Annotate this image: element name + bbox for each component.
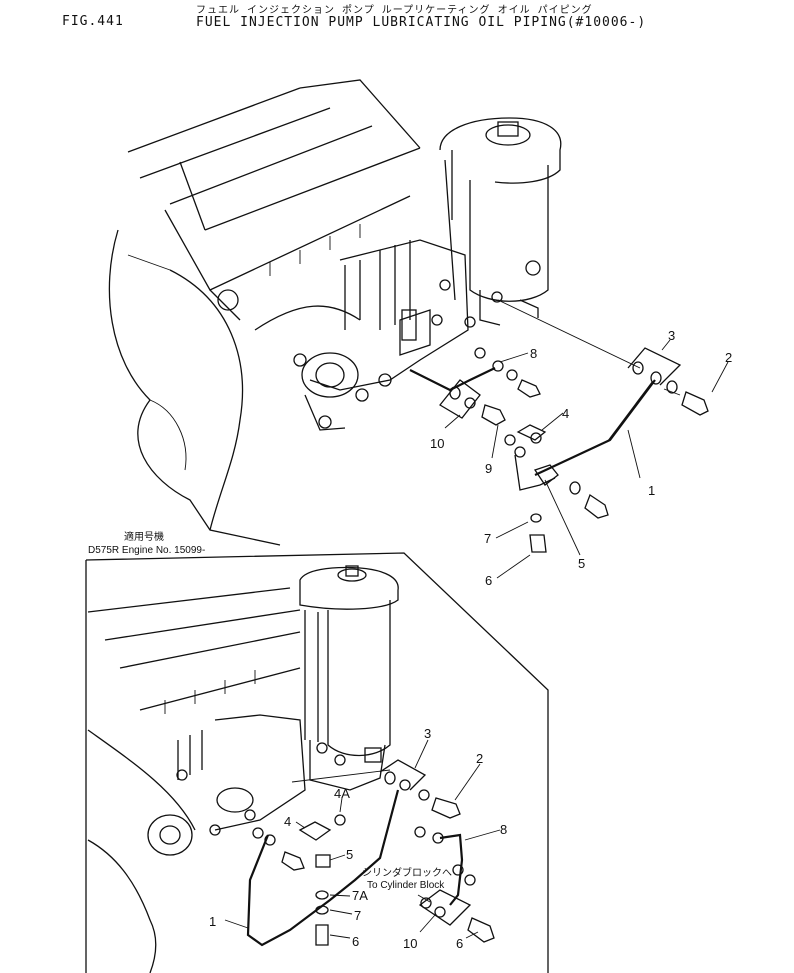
callout-4: 4 xyxy=(562,406,569,421)
figure-title: FUEL INJECTION PUMP LUBRICATING OIL PIPI… xyxy=(196,15,647,30)
destination-note: To Cylinder Block xyxy=(367,880,445,891)
injection-pump-upper xyxy=(293,239,469,431)
inset-callout-4: 4 xyxy=(284,814,291,829)
callout-3: 3 xyxy=(668,328,675,343)
oil-pipe-assembly-upper xyxy=(409,299,709,553)
oil-pipe-assembly-inset xyxy=(246,759,495,947)
callout-2: 2 xyxy=(725,350,732,365)
inset-callout-10: 10 xyxy=(403,936,417,951)
callout-10: 10 xyxy=(430,436,444,451)
inset-callout-6b: 6 xyxy=(456,936,463,951)
inset-callout-7A: 7A xyxy=(352,888,368,903)
callout-6: 6 xyxy=(485,573,492,588)
callouts-inset: 3 2 8 4A 4 5 7A 7 6 1 10 6 シリンダブロックへ To … xyxy=(209,726,507,951)
fuel-filter-upper xyxy=(439,117,562,328)
figure-title-japanese: フュエル インジェクション ポンプ ループリケーティング オイル パイピング xyxy=(196,5,593,16)
callout-7: 7 xyxy=(484,531,491,546)
figure-number: FIG.441 xyxy=(62,14,124,29)
callout-5: 5 xyxy=(578,556,585,571)
inset-callout-6: 6 xyxy=(352,934,359,949)
callout-8: 8 xyxy=(530,346,537,361)
applicability-note: D575R Engine No. 15099- xyxy=(88,545,205,556)
inset-callout-1: 1 xyxy=(209,914,216,929)
engine-block-inset xyxy=(87,587,306,973)
header: FIG.441 フュエル インジェクション ポンプ ループリケーティング オイル… xyxy=(0,0,794,40)
callout-9: 9 xyxy=(485,461,492,476)
callout-1: 1 xyxy=(648,483,655,498)
applicability-jp: 適用号機 xyxy=(124,530,164,543)
inset-callout-8: 8 xyxy=(500,822,507,837)
fuel-filter-inset xyxy=(299,565,399,791)
callouts-upper: 3 2 8 4 1 10 9 5 7 6 xyxy=(430,328,732,588)
destination-jp: シリンダブロックへ xyxy=(362,866,452,879)
engine-block-upper xyxy=(108,79,421,546)
inset-callout-5: 5 xyxy=(346,847,353,862)
inset-callout-2: 2 xyxy=(476,751,483,766)
inset-callout-7: 7 xyxy=(354,908,361,923)
inset-callout-4A: 4A xyxy=(334,786,350,801)
inset-callout-3: 3 xyxy=(424,726,431,741)
inset-frame: 適用号機 D575R Engine No. 15099- xyxy=(85,530,549,973)
